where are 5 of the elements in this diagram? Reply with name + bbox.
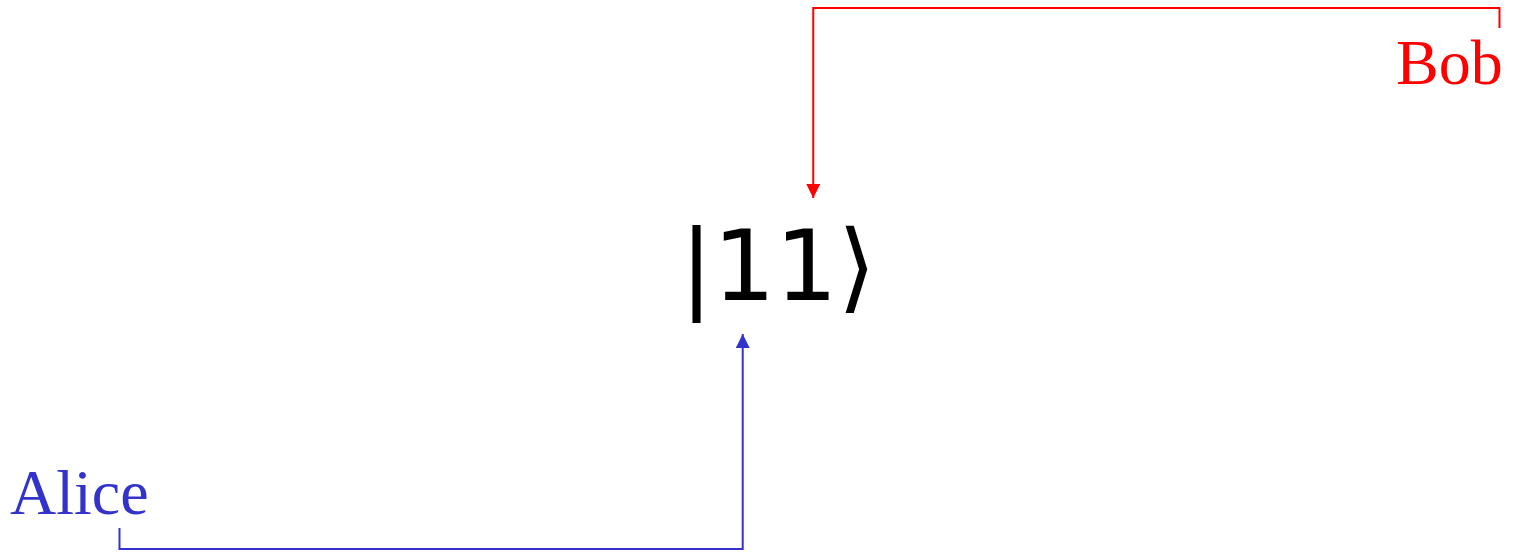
leader-arrow (806, 7, 1501, 199)
name-label: Bob (1396, 28, 1503, 98)
name-label: Alice (10, 458, 149, 528)
leader-arrow (118, 333, 750, 550)
ket-label: |11⟩ (680, 198, 876, 334)
